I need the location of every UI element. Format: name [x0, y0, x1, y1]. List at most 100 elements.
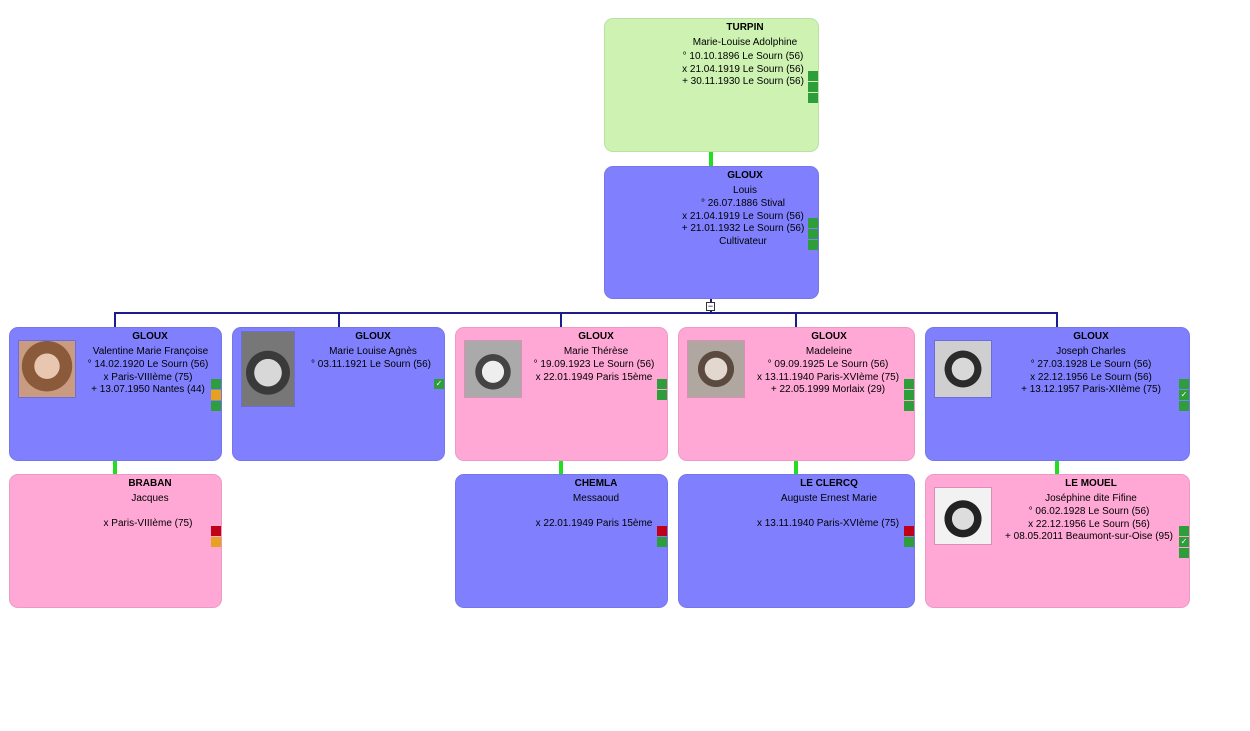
given-names: Valentine Marie Françoise	[92, 346, 209, 357]
source-marker[interactable]	[904, 379, 914, 389]
death-fact: + 13.07.1950 Nantes (44)	[91, 384, 205, 396]
marriage-fact: x Paris-VIIIème (75)	[103, 371, 193, 383]
link-madeleine-leclercq	[794, 460, 798, 474]
person-card-marielouise[interactable]: GLOUX Marie Louise Agnès ° 03.11.1921 Le…	[232, 327, 445, 461]
person-card-madeleine[interactable]: GLOUX Madeleine ° 09.09.1925 Le Sourn (5…	[678, 327, 915, 461]
source-marker[interactable]	[657, 379, 667, 389]
given-names: Joséphine dite Fifine	[1045, 493, 1137, 504]
birth-fact: ° 09.09.1925 Le Sourn (56)	[767, 359, 889, 370]
surname: GLOUX	[811, 331, 847, 342]
source-marker[interactable]	[904, 537, 914, 547]
facts: ° 27.03.1928 Le Sourn (56) x 22.12.1956 …	[996, 359, 1186, 397]
marriage-fact: x 22.01.1949 Paris 15ème	[535, 518, 653, 529]
given-names: Madeleine	[805, 346, 853, 357]
given-names: Marie Thérèse	[563, 346, 629, 357]
given-names: Jacques	[131, 493, 169, 504]
source-marker[interactable]	[211, 379, 221, 389]
source-markers	[808, 71, 818, 104]
marriage-fact: x 22.12.1956 Le Sourn (56)	[1030, 371, 1152, 383]
source-marker[interactable]	[657, 526, 667, 536]
collapse-toggle[interactable]: −	[706, 301, 715, 311]
surname: GLOUX	[355, 331, 391, 342]
check-icon[interactable]: ✓	[434, 379, 444, 389]
surname: BRABAN	[128, 478, 172, 489]
source-marker[interactable]	[211, 526, 221, 536]
facts: x 22.01.1949 Paris 15ème	[524, 518, 664, 531]
source-markers	[808, 218, 818, 251]
facts: ° 26.07.1886 Stival x 21.04.1919 Le Sour…	[673, 198, 813, 249]
person-card-braban[interactable]: BRABAN Jacques x Paris-VIIIème (75)	[9, 474, 222, 608]
birth-fact: ° 03.11.1921 Le Sourn (56)	[310, 359, 431, 370]
source-markers	[211, 526, 221, 548]
person-card-leclercq[interactable]: LE CLERCQ Auguste Ernest Marie x 13.11.1…	[678, 474, 915, 608]
source-markers	[657, 526, 667, 548]
birth-fact: ° 27.03.1928 Le Sourn (56)	[1030, 359, 1152, 370]
source-marker[interactable]	[808, 218, 818, 228]
person-card-turpin[interactable]: TURPIN Marie-Louise Adolphine ° 10.10.18…	[604, 18, 819, 152]
source-marker[interactable]	[211, 390, 221, 400]
death-fact: + 22.05.1999 Morlaix (29)	[770, 384, 886, 396]
person-card-louis[interactable]: GLOUX Louis ° 26.07.1886 Stival x 21.04.…	[604, 166, 819, 299]
source-marker[interactable]	[808, 93, 818, 103]
portrait-photo	[935, 341, 991, 397]
drop-marielouise	[338, 312, 340, 327]
facts: ° 14.02.1920 Le Sourn (56) x Paris-VIIIè…	[78, 359, 218, 397]
source-marker[interactable]	[211, 401, 221, 411]
drop-valentine	[114, 312, 116, 327]
check-icon[interactable]: ✓	[1179, 390, 1189, 400]
person-card-marietherese[interactable]: GLOUX Marie Thérèse ° 19.09.1923 Le Sour…	[455, 327, 668, 461]
drop-madeleine	[795, 312, 797, 327]
marriage-fact: x 21.04.1919 Le Sourn (56)	[682, 63, 804, 75]
source-marker[interactable]	[808, 240, 818, 250]
source-marker[interactable]	[808, 71, 818, 81]
surname: LE MOUEL	[1065, 478, 1117, 489]
marriage-fact: x 13.11.1940 Paris-XVIème (75)	[756, 518, 900, 529]
source-marker[interactable]	[1179, 548, 1189, 558]
given-names: Marie-Louise Adolphine	[692, 37, 798, 48]
facts: ° 09.09.1925 Le Sourn (56) x 13.11.1940 …	[747, 359, 909, 397]
facts: ° 03.11.1921 Le Sourn (56)	[301, 359, 441, 372]
drop-marietherese	[560, 312, 562, 327]
source-marker[interactable]	[904, 526, 914, 536]
given-names: Louis	[733, 185, 757, 196]
source-marker[interactable]	[211, 537, 221, 547]
source-marker[interactable]	[904, 401, 914, 411]
source-marker[interactable]	[1179, 526, 1189, 536]
source-marker[interactable]	[808, 229, 818, 239]
death-fact: + 21.01.1932 Le Sourn (56)	[681, 223, 805, 235]
given-names: Messaoud	[572, 493, 620, 504]
portrait-photo	[465, 341, 521, 397]
facts: ° 10.10.1896 Le Sourn (56) x 21.04.1919 …	[673, 51, 813, 89]
marriage-fact: x 22.01.1949 Paris 15ème	[535, 371, 653, 383]
death-fact: + 08.05.2011 Beaumont-sur-Oise (95)	[1005, 531, 1173, 543]
surname: LE CLERCQ	[800, 478, 858, 489]
birth-fact: ° 26.07.1886 Stival	[700, 198, 786, 209]
link-marietherese-chemla	[559, 460, 563, 474]
check-icon[interactable]: ✓	[1179, 537, 1189, 547]
surname: GLOUX	[132, 331, 168, 342]
source-markers: ✓	[1179, 526, 1189, 559]
person-card-valentine[interactable]: GLOUX Valentine Marie Françoise ° 14.02.…	[9, 327, 222, 461]
facts: ° 19.09.1923 Le Sourn (56) x 22.01.1949 …	[524, 359, 664, 384]
surname: GLOUX	[578, 331, 614, 342]
given-names: Marie Louise Agnès	[329, 346, 417, 357]
source-marker[interactable]	[657, 537, 667, 547]
birth-fact: ° 06.02.1928 Le Sourn (56)	[1028, 506, 1150, 517]
source-marker[interactable]	[657, 390, 667, 400]
source-marker[interactable]	[904, 390, 914, 400]
person-card-chemla[interactable]: CHEMLA Messaoud x 22.01.1949 Paris 15ème	[455, 474, 668, 608]
source-markers: ✓	[1179, 379, 1189, 412]
source-markers	[211, 379, 221, 412]
birth-fact: ° 10.10.1896 Le Sourn (56)	[682, 51, 804, 62]
portrait-photo	[935, 488, 991, 544]
source-marker[interactable]	[1179, 401, 1189, 411]
marriage-fact: x 22.12.1956 Le Sourn (56)	[1028, 518, 1150, 530]
surname: CHEMLA	[574, 478, 618, 489]
birth-fact: ° 14.02.1920 Le Sourn (56)	[87, 359, 209, 370]
person-card-lemouel[interactable]: LE MOUEL Joséphine dite Fifine ° 06.02.1…	[925, 474, 1190, 608]
source-marker[interactable]	[1179, 379, 1189, 389]
portrait-photo	[19, 341, 75, 397]
person-card-joseph[interactable]: GLOUX Joseph Charles ° 27.03.1928 Le Sou…	[925, 327, 1190, 461]
source-marker[interactable]	[808, 82, 818, 92]
marriage-fact: x Paris-VIIIème (75)	[103, 518, 193, 529]
